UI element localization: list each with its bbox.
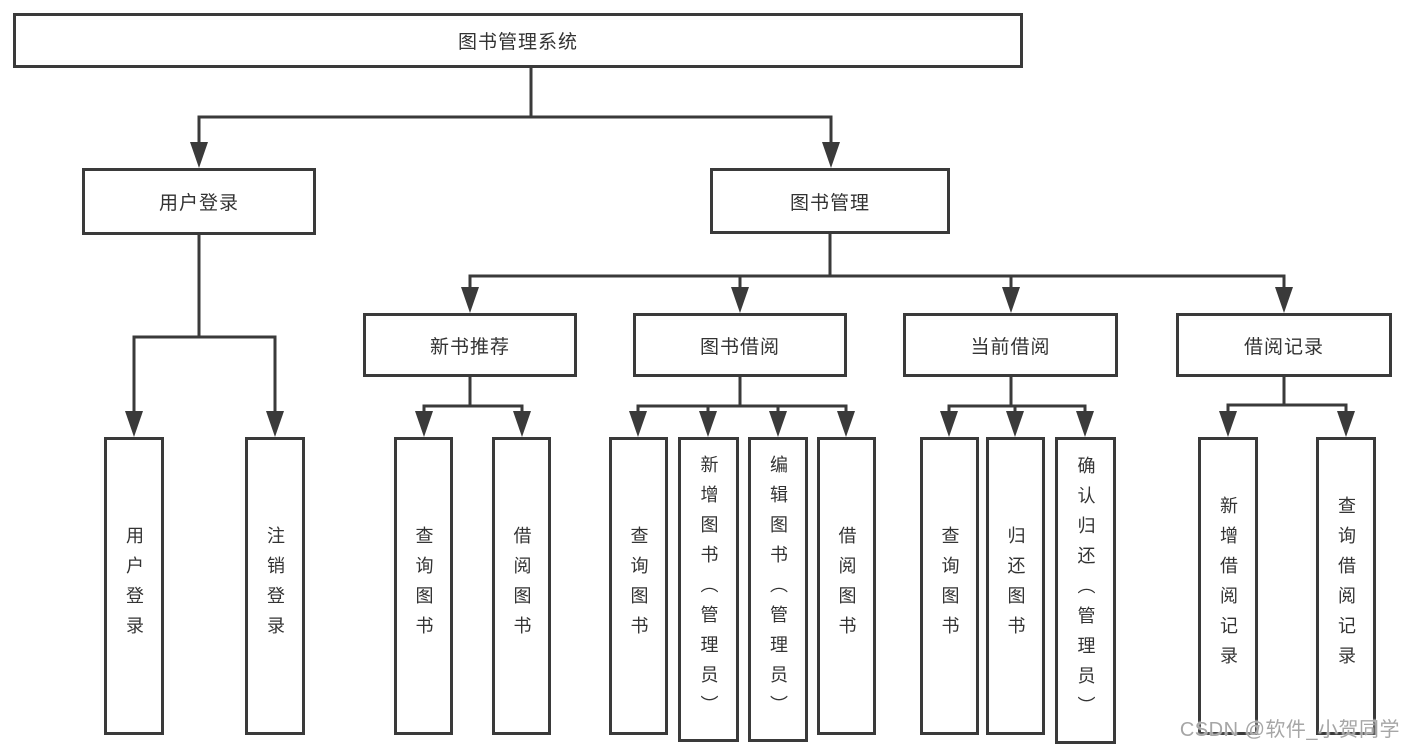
node-new-book-recommend: 新书推荐 (363, 313, 577, 377)
node-label: 查询图书 (939, 526, 960, 646)
node-label: 借阅图书 (511, 526, 532, 646)
node-label: 新书推荐 (429, 336, 510, 358)
node-label: 图书借阅 (699, 336, 780, 358)
node-label: 确认归还（管理员） (1075, 455, 1096, 726)
leaf-query-books-recommend: 查询图书 (394, 437, 453, 735)
leaf-borrow-books-recommend: 借阅图书 (492, 437, 551, 735)
leaf-confirm-return-admin: 确认归还（管理员） (1055, 437, 1116, 744)
node-label: 借阅图书 (836, 526, 857, 646)
node-label: 查询借阅记录 (1336, 496, 1356, 676)
leaf-logout: 注销登录 (245, 437, 305, 735)
node-label: 编辑图书（管理员） (768, 454, 788, 725)
node-label: 注销登录 (265, 526, 285, 646)
leaf-return-books: 归还图书 (986, 437, 1045, 735)
leaf-edit-books-admin: 编辑图书（管理员） (748, 437, 808, 742)
leaf-query-books-current: 查询图书 (920, 437, 979, 735)
node-borrow-records: 借阅记录 (1176, 313, 1392, 377)
node-label: 新增图书（管理员） (698, 454, 719, 725)
leaf-add-borrow-record: 新增借阅记录 (1198, 437, 1258, 735)
node-label: 新增借阅记录 (1218, 496, 1238, 676)
node-label: 用户登录 (158, 193, 239, 214)
node-label: 查询图书 (628, 526, 649, 646)
node-current-borrow: 当前借阅 (903, 313, 1118, 377)
node-label: 图书管理系统 (457, 32, 578, 53)
node-book-borrow: 图书借阅 (633, 313, 847, 377)
node-label: 当前借阅 (970, 336, 1051, 358)
leaf-user-login: 用户登录 (104, 437, 164, 735)
leaf-query-borrow-record: 查询借阅记录 (1316, 437, 1376, 735)
node-library-management-system: 图书管理系统 (13, 13, 1023, 68)
node-label: 归还图书 (1005, 526, 1026, 646)
node-label: 借阅记录 (1243, 336, 1324, 358)
leaf-add-books-admin: 新增图书（管理员） (678, 437, 739, 742)
csdn-watermark: CSDN @软件_小贺同学 (1179, 719, 1400, 741)
node-label: 查询图书 (413, 526, 434, 646)
leaf-query-books-borrow: 查询图书 (609, 437, 668, 735)
node-label: 图书管理 (789, 192, 870, 214)
node-user-login: 用户登录 (82, 168, 316, 235)
node-book-management: 图书管理 (710, 168, 950, 234)
leaf-borrow-books: 借阅图书 (817, 437, 876, 735)
node-label: 用户登录 (124, 526, 144, 646)
